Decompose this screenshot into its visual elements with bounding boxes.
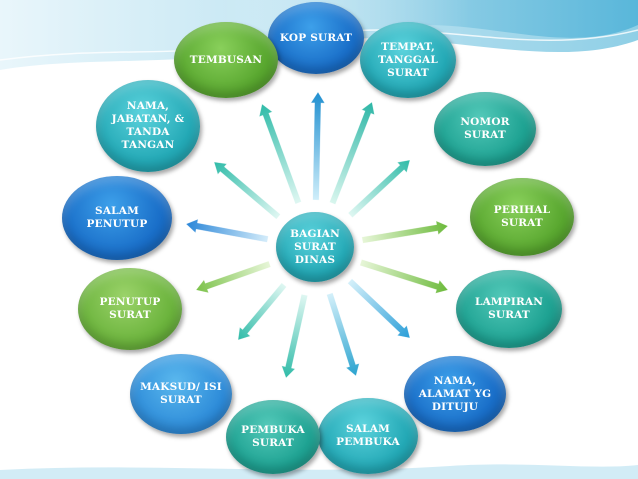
- node-nomor-surat: NOMOR SURAT: [434, 92, 536, 166]
- node-maksud-isi-surat: MAKSUD/ ISI SURAT: [130, 354, 232, 434]
- node-line: MAKSUD/ ISI: [140, 381, 222, 393]
- node-tempat-tanggal-surat: TEMPAT, TANGGAL SURAT: [360, 22, 456, 98]
- node-line: KOP SURAT: [279, 31, 353, 44]
- node-nama-alamat-yg-dituju: NAMA, ALAMAT YG DITUJU: [404, 356, 506, 432]
- wave-bottom: [0, 464, 638, 479]
- node-line: TEMBUSAN: [189, 53, 263, 66]
- node-line: PENUTUP: [86, 218, 148, 230]
- node-line: PEMBUKA: [241, 424, 305, 436]
- arrows: [185, 91, 449, 379]
- node-line: DITUJU: [431, 400, 479, 413]
- node-pembuka-surat: PEMBUKA SURAT: [226, 400, 320, 474]
- node-line: NAMA,: [126, 100, 170, 112]
- node-line: SURAT: [252, 437, 294, 449]
- arrow-perihal-surat: [361, 220, 449, 244]
- node-line: SURAT: [387, 66, 429, 79]
- node-line: PENUTUP: [99, 296, 161, 308]
- arrow-nomor-surat: [347, 159, 411, 219]
- node-line: SALAM: [346, 423, 390, 435]
- node-salam-penutup: SALAM PENUTUP: [62, 176, 172, 260]
- node-line: SALAM: [95, 205, 139, 217]
- node-lampiran-surat: LAMPIRAN SURAT: [456, 270, 562, 348]
- arrow-pembuka-surat: [281, 293, 309, 379]
- arrow-nama-jabatan-tanda-tangan: [213, 161, 281, 220]
- arrow-lampiran-surat: [359, 259, 449, 294]
- node-nama-jabatan-tanda-tangan: NAMA, JABATAN, & TANDA TANGAN: [96, 80, 200, 172]
- center-node-bagian-surat-dinas: BAGIAN SURAT DINAS: [276, 212, 354, 282]
- node-line: LAMPIRAN: [474, 296, 544, 308]
- arrow-nama-alamat-yg-dituju: [347, 278, 411, 339]
- arrow-maksud-isi-surat: [237, 282, 288, 341]
- node-line: TANDA: [126, 126, 170, 138]
- arrow-tembusan: [258, 103, 302, 205]
- center-node-label: BAGIAN SURAT DINAS: [290, 228, 340, 267]
- node-line: SURAT: [501, 217, 543, 229]
- center-line: DINAS: [294, 253, 336, 266]
- node-line: TANGAN: [121, 139, 175, 151]
- node-kop-surat: KOP SURAT: [268, 2, 364, 74]
- node-line: SURAT: [464, 129, 506, 141]
- node-line: TANGGAL: [378, 53, 438, 66]
- center-line: BAGIAN: [290, 227, 340, 240]
- node-line: PEMBUKA: [336, 436, 400, 448]
- arrow-tempat-tanggal-surat: [329, 101, 375, 205]
- arrow-salam-pembuka: [326, 292, 360, 377]
- node-salam-pembuka: SALAM PEMBUKA: [318, 398, 418, 474]
- arrow-kop-surat: [310, 91, 326, 201]
- node-penutup-surat: PENUTUP SURAT: [78, 268, 182, 350]
- node-tembusan: TEMBUSAN: [174, 22, 278, 98]
- node-line: JABATAN, &: [111, 113, 185, 125]
- node-line: PERIHAL: [493, 204, 551, 216]
- center-line: SURAT: [294, 240, 336, 253]
- arrow-salam-penutup: [185, 218, 269, 243]
- node-line: NOMOR: [460, 116, 510, 128]
- node-line: NAMA,: [433, 374, 477, 387]
- node-perihal-surat: PERIHAL SURAT: [470, 178, 574, 256]
- node-line: SURAT: [109, 309, 151, 321]
- node-line: TEMPAT,: [381, 40, 435, 53]
- node-line: ALAMAT YG: [418, 387, 492, 400]
- node-line: SURAT: [488, 309, 530, 321]
- node-line: SURAT: [160, 394, 202, 406]
- arrow-penutup-surat: [195, 260, 272, 294]
